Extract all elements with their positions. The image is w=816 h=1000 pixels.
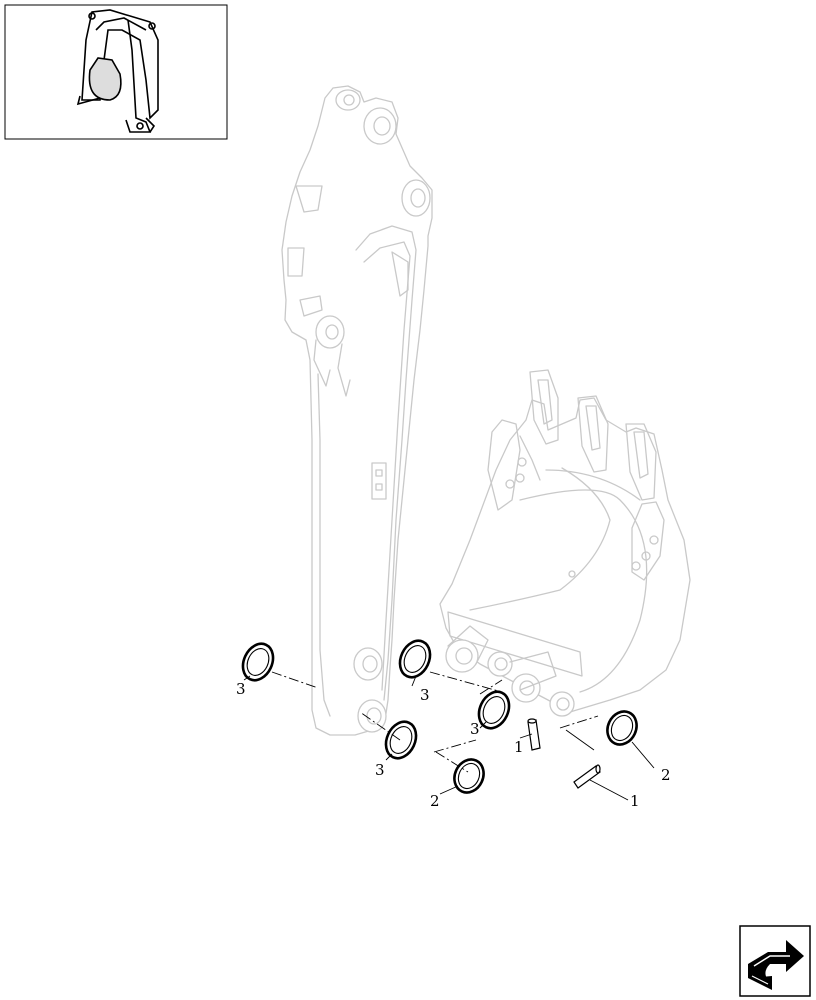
callout-1-lower: 1 xyxy=(630,792,640,810)
next-page-arrow-icon xyxy=(748,940,804,990)
ring-item-3-upper xyxy=(398,639,432,679)
pin-item-1-upper xyxy=(527,718,541,751)
ring-item-3-lower xyxy=(384,720,418,760)
excavator-arm-thumbnail-icon xyxy=(76,9,159,133)
callout-3-middle: 3 xyxy=(470,720,480,738)
dipper-arm xyxy=(281,85,433,736)
assembly-centerlines xyxy=(271,671,599,773)
callout-3-upper: 3 xyxy=(420,686,430,704)
ring-item-2-lower xyxy=(453,758,485,794)
callout-1-upper: 1 xyxy=(514,738,524,756)
ring-item-3-middle xyxy=(477,690,511,730)
callout-2-right: 2 xyxy=(661,766,671,784)
callout-3-left: 3 xyxy=(236,680,246,698)
callout-3-lower: 3 xyxy=(375,761,385,779)
pin-item-1-lower xyxy=(573,764,601,789)
leader-lines xyxy=(243,675,655,801)
callout-2-lower: 2 xyxy=(430,792,440,810)
ring-item-3-left xyxy=(241,642,275,682)
bucket xyxy=(439,369,691,717)
ring-item-2-right xyxy=(606,710,638,746)
thumbnail-overview[interactable] xyxy=(4,4,228,140)
next-page-button[interactable] xyxy=(739,925,811,997)
